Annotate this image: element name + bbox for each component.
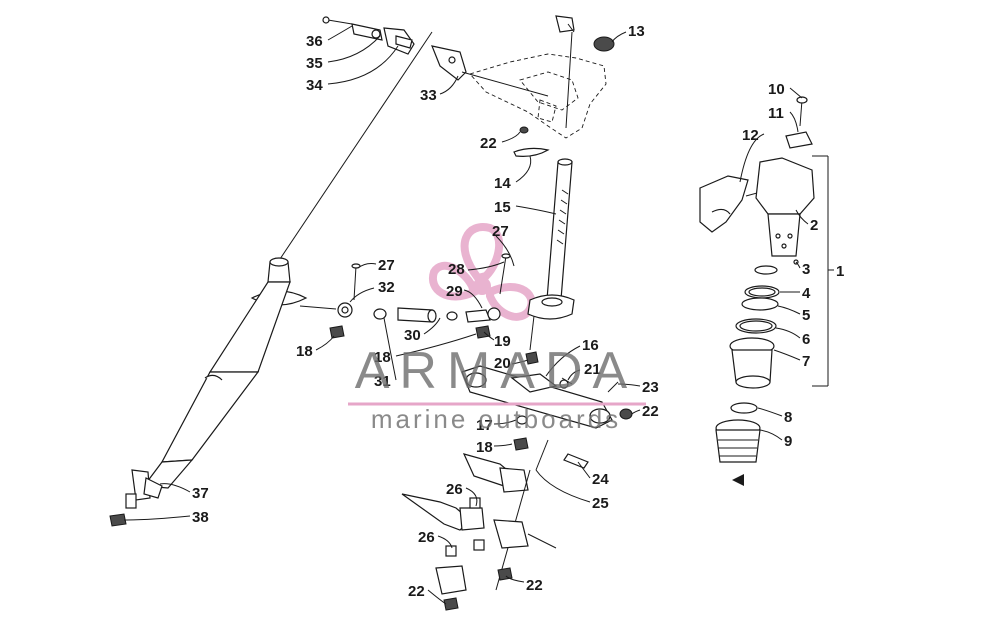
callout-32: 32 bbox=[378, 279, 395, 296]
callout-labels: 36 35 34 33 13 22 14 15 27 28 27 32 29 1… bbox=[192, 23, 844, 600]
callout-17: 17 bbox=[476, 417, 493, 434]
callout-23: 23 bbox=[642, 379, 659, 396]
callout-20: 20 bbox=[494, 355, 511, 372]
callout-12: 12 bbox=[742, 127, 759, 144]
snap-ring-14 bbox=[513, 147, 550, 157]
callout-18-left: 18 bbox=[296, 343, 313, 360]
ring-3 bbox=[754, 259, 799, 275]
callout-7: 7 bbox=[802, 353, 810, 370]
washer-22a bbox=[519, 126, 529, 134]
callout-18-mid: 18 bbox=[374, 349, 391, 366]
watermark: ARMADA marine outboards bbox=[348, 342, 646, 434]
rod-end-35 bbox=[351, 23, 383, 41]
callout-10: 10 bbox=[768, 81, 785, 98]
seal-6 bbox=[735, 318, 777, 334]
pin-21 bbox=[561, 377, 573, 385]
clip-24 bbox=[563, 453, 589, 469]
nut-22-bottom bbox=[497, 567, 513, 581]
callout-24: 24 bbox=[592, 471, 609, 488]
callout-25: 25 bbox=[592, 495, 609, 512]
callout-35: 35 bbox=[306, 55, 323, 72]
nut-18-left bbox=[329, 325, 345, 339]
callout-26-upper: 26 bbox=[446, 481, 463, 498]
callout-5: 5 bbox=[802, 307, 810, 324]
callout-13: 13 bbox=[628, 23, 645, 40]
callout-27: 27 bbox=[492, 223, 509, 240]
ring-5 bbox=[741, 297, 779, 311]
bushing-26 bbox=[445, 497, 485, 557]
link-rod-20 bbox=[525, 315, 539, 365]
callout-16: 16 bbox=[582, 337, 599, 354]
callout-9: 9 bbox=[784, 433, 792, 450]
callout-15: 15 bbox=[494, 199, 511, 216]
callout-36: 36 bbox=[306, 33, 323, 50]
bearing-7 bbox=[729, 337, 775, 389]
cover-12 bbox=[699, 175, 769, 233]
bracket-34 bbox=[383, 27, 415, 55]
pin-36 bbox=[322, 16, 353, 25]
nut-22-right bbox=[619, 408, 633, 420]
clip-13 bbox=[555, 15, 615, 129]
steering-shaft-15 bbox=[527, 158, 575, 320]
ring-8 bbox=[730, 402, 758, 414]
callout-22-right: 22 bbox=[642, 403, 659, 420]
nut-18-mid bbox=[475, 325, 491, 339]
nut-18-low bbox=[513, 437, 529, 451]
washer-17 bbox=[516, 415, 528, 425]
rod-end-27 bbox=[465, 307, 501, 323]
callout-29: 29 bbox=[446, 283, 463, 300]
callout-38: 38 bbox=[192, 509, 209, 526]
callout-14: 14 bbox=[494, 175, 511, 192]
callout-22: 22 bbox=[480, 135, 497, 152]
screw-10 bbox=[796, 96, 808, 127]
bolt-25 bbox=[535, 439, 549, 471]
callout-11: 11 bbox=[768, 105, 784, 122]
callout-3: 3 bbox=[802, 261, 810, 278]
callout-21: 21 bbox=[584, 361, 601, 378]
clamp-lower bbox=[435, 565, 467, 611]
callout-28: 28 bbox=[448, 261, 465, 278]
steering-arm-16 bbox=[461, 365, 613, 429]
callout-1: 1 bbox=[836, 263, 844, 280]
nut-31 bbox=[373, 308, 387, 320]
leader-lines bbox=[123, 25, 809, 605]
nut-38 bbox=[109, 513, 127, 527]
callout-34: 34 bbox=[306, 77, 323, 94]
sleeve-30 bbox=[397, 307, 437, 323]
callout-27-left: 27 bbox=[378, 257, 395, 274]
callout-4: 4 bbox=[802, 285, 811, 302]
callout-37: 37 bbox=[192, 485, 209, 502]
callout-8: 8 bbox=[784, 409, 792, 426]
watermark-tagline: marine outboards bbox=[371, 404, 621, 434]
callout-18-low: 18 bbox=[476, 439, 493, 456]
arrow-icon bbox=[732, 474, 744, 486]
callout-2: 2 bbox=[810, 217, 818, 234]
callout-33: 33 bbox=[420, 87, 437, 104]
watermark-brand: ARMADA bbox=[355, 342, 637, 400]
callout-26-lower: 26 bbox=[418, 529, 435, 546]
bolt-27-left bbox=[351, 263, 361, 301]
clamp-middle bbox=[401, 493, 557, 549]
callout-22-lowest: 22 bbox=[408, 583, 425, 600]
rod-end-32 bbox=[299, 302, 353, 318]
head-2 bbox=[755, 157, 815, 257]
bracket-33 bbox=[431, 45, 467, 81]
callout-6: 6 bbox=[802, 331, 810, 348]
upper-housing bbox=[461, 53, 607, 139]
callout-31: 31 bbox=[374, 373, 391, 390]
ring-4 bbox=[744, 285, 780, 299]
callout-19: 19 bbox=[494, 333, 511, 350]
steering-tube-37 bbox=[125, 31, 433, 509]
armada-logo-icon bbox=[428, 223, 536, 321]
nut-29 bbox=[446, 311, 458, 321]
bushing-9 bbox=[715, 419, 761, 463]
clip-11 bbox=[785, 131, 813, 149]
group-bracket-1 bbox=[812, 155, 834, 387]
callout-22-bottom: 22 bbox=[526, 577, 543, 594]
callout-30: 30 bbox=[404, 327, 421, 344]
pin-23 bbox=[607, 381, 619, 393]
